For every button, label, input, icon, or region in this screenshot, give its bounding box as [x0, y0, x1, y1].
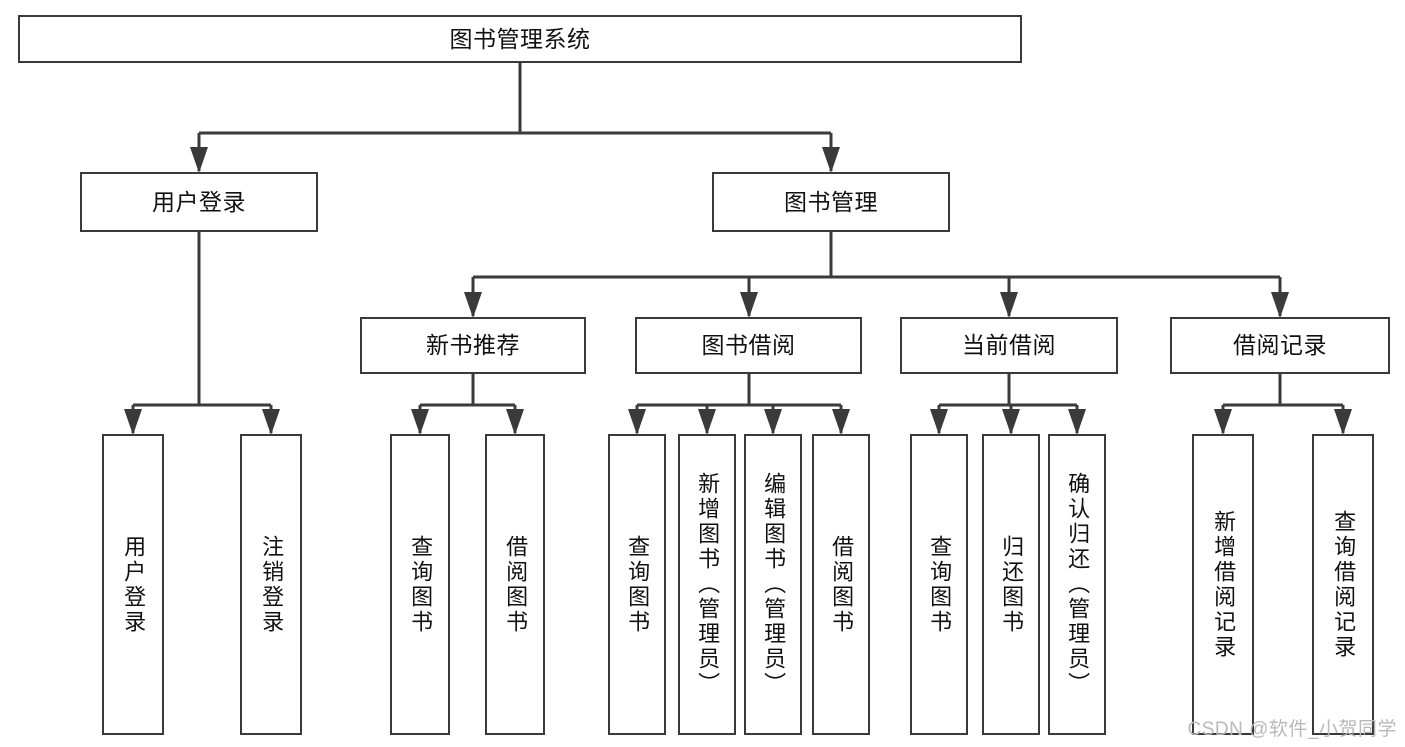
watermark-text: CSDN @软件_小贺同学 [1187, 719, 1397, 740]
node-label: 查询借阅记录 [1331, 509, 1357, 660]
node-label: 新增借阅记录 [1211, 509, 1237, 660]
edge-arrowhead [1214, 409, 1232, 435]
node-current[interactable]: 当前借阅 [900, 317, 1118, 374]
node-label: 用户登录 [152, 188, 246, 215]
node-label: 图书管理 [784, 188, 878, 215]
node-label: 注销登录 [259, 534, 285, 635]
node-login-out[interactable]: 注销登录 [240, 434, 302, 735]
node-label: 编辑图书（管理员） [761, 472, 787, 697]
edge-arrowhead [124, 409, 142, 435]
edge-arrowhead [1068, 409, 1086, 435]
node-root[interactable]: 图书管理系统 [18, 15, 1022, 63]
node-records[interactable]: 借阅记录 [1170, 317, 1390, 374]
node-label: 新增图书（管理员） [695, 472, 721, 697]
node-newbook[interactable]: 新书推荐 [360, 317, 586, 374]
node-label: 图书借阅 [701, 332, 796, 359]
edge-arrowhead [1271, 292, 1289, 318]
node-cb-confirm[interactable]: 确认归还（管理员） [1048, 434, 1106, 735]
edge-arrowhead [1000, 292, 1018, 318]
edge-arrowhead [506, 409, 524, 435]
node-label: 查询图书 [625, 534, 651, 635]
node-label: 借阅图书 [503, 534, 529, 635]
edge-arrowhead [1002, 409, 1020, 435]
node-label: 借阅图书 [829, 534, 855, 635]
node-bookmgmt[interactable]: 图书管理 [712, 172, 950, 232]
node-nb-query[interactable]: 查询图书 [390, 434, 450, 735]
node-rc-add[interactable]: 新增借阅记录 [1192, 434, 1254, 735]
node-borrow[interactable]: 图书借阅 [635, 317, 862, 374]
edge-arrowhead [464, 292, 482, 318]
node-bk-add[interactable]: 新增图书（管理员） [678, 434, 736, 735]
edge-arrowhead [740, 292, 758, 318]
edge-arrowhead [1334, 409, 1352, 435]
node-login-in[interactable]: 用户登录 [102, 434, 164, 735]
edge-arrowhead [698, 409, 716, 435]
node-bk-edit[interactable]: 编辑图书（管理员） [744, 434, 802, 735]
edge-arrowhead [262, 409, 280, 435]
node-label: 查询图书 [408, 534, 434, 635]
node-label: 归还图书 [999, 534, 1025, 635]
node-label: 查询图书 [927, 534, 953, 635]
node-bk-query[interactable]: 查询图书 [608, 434, 666, 735]
node-nb-borrow[interactable]: 借阅图书 [485, 434, 545, 735]
node-label: 确认归还（管理员） [1065, 472, 1091, 697]
node-bk-borrow[interactable]: 借阅图书 [812, 434, 870, 735]
edge-arrowhead [628, 409, 646, 435]
edge-arrowhead [764, 409, 782, 435]
edge-arrowhead [930, 409, 948, 435]
edge-arrowhead [822, 147, 840, 173]
node-cb-query[interactable]: 查询图书 [910, 434, 968, 735]
edge-arrowhead [832, 409, 850, 435]
node-label: 当前借阅 [962, 332, 1056, 359]
node-label: 借阅记录 [1233, 332, 1327, 359]
node-login[interactable]: 用户登录 [80, 172, 318, 232]
node-label: 图书管理系统 [449, 25, 591, 52]
edge-arrowhead [411, 409, 429, 435]
node-rc-query[interactable]: 查询借阅记录 [1312, 434, 1374, 735]
node-label: 用户登录 [121, 534, 147, 635]
node-label: 新书推荐 [426, 332, 520, 359]
edge-arrowhead [190, 147, 208, 173]
node-cb-return[interactable]: 归还图书 [982, 434, 1040, 735]
